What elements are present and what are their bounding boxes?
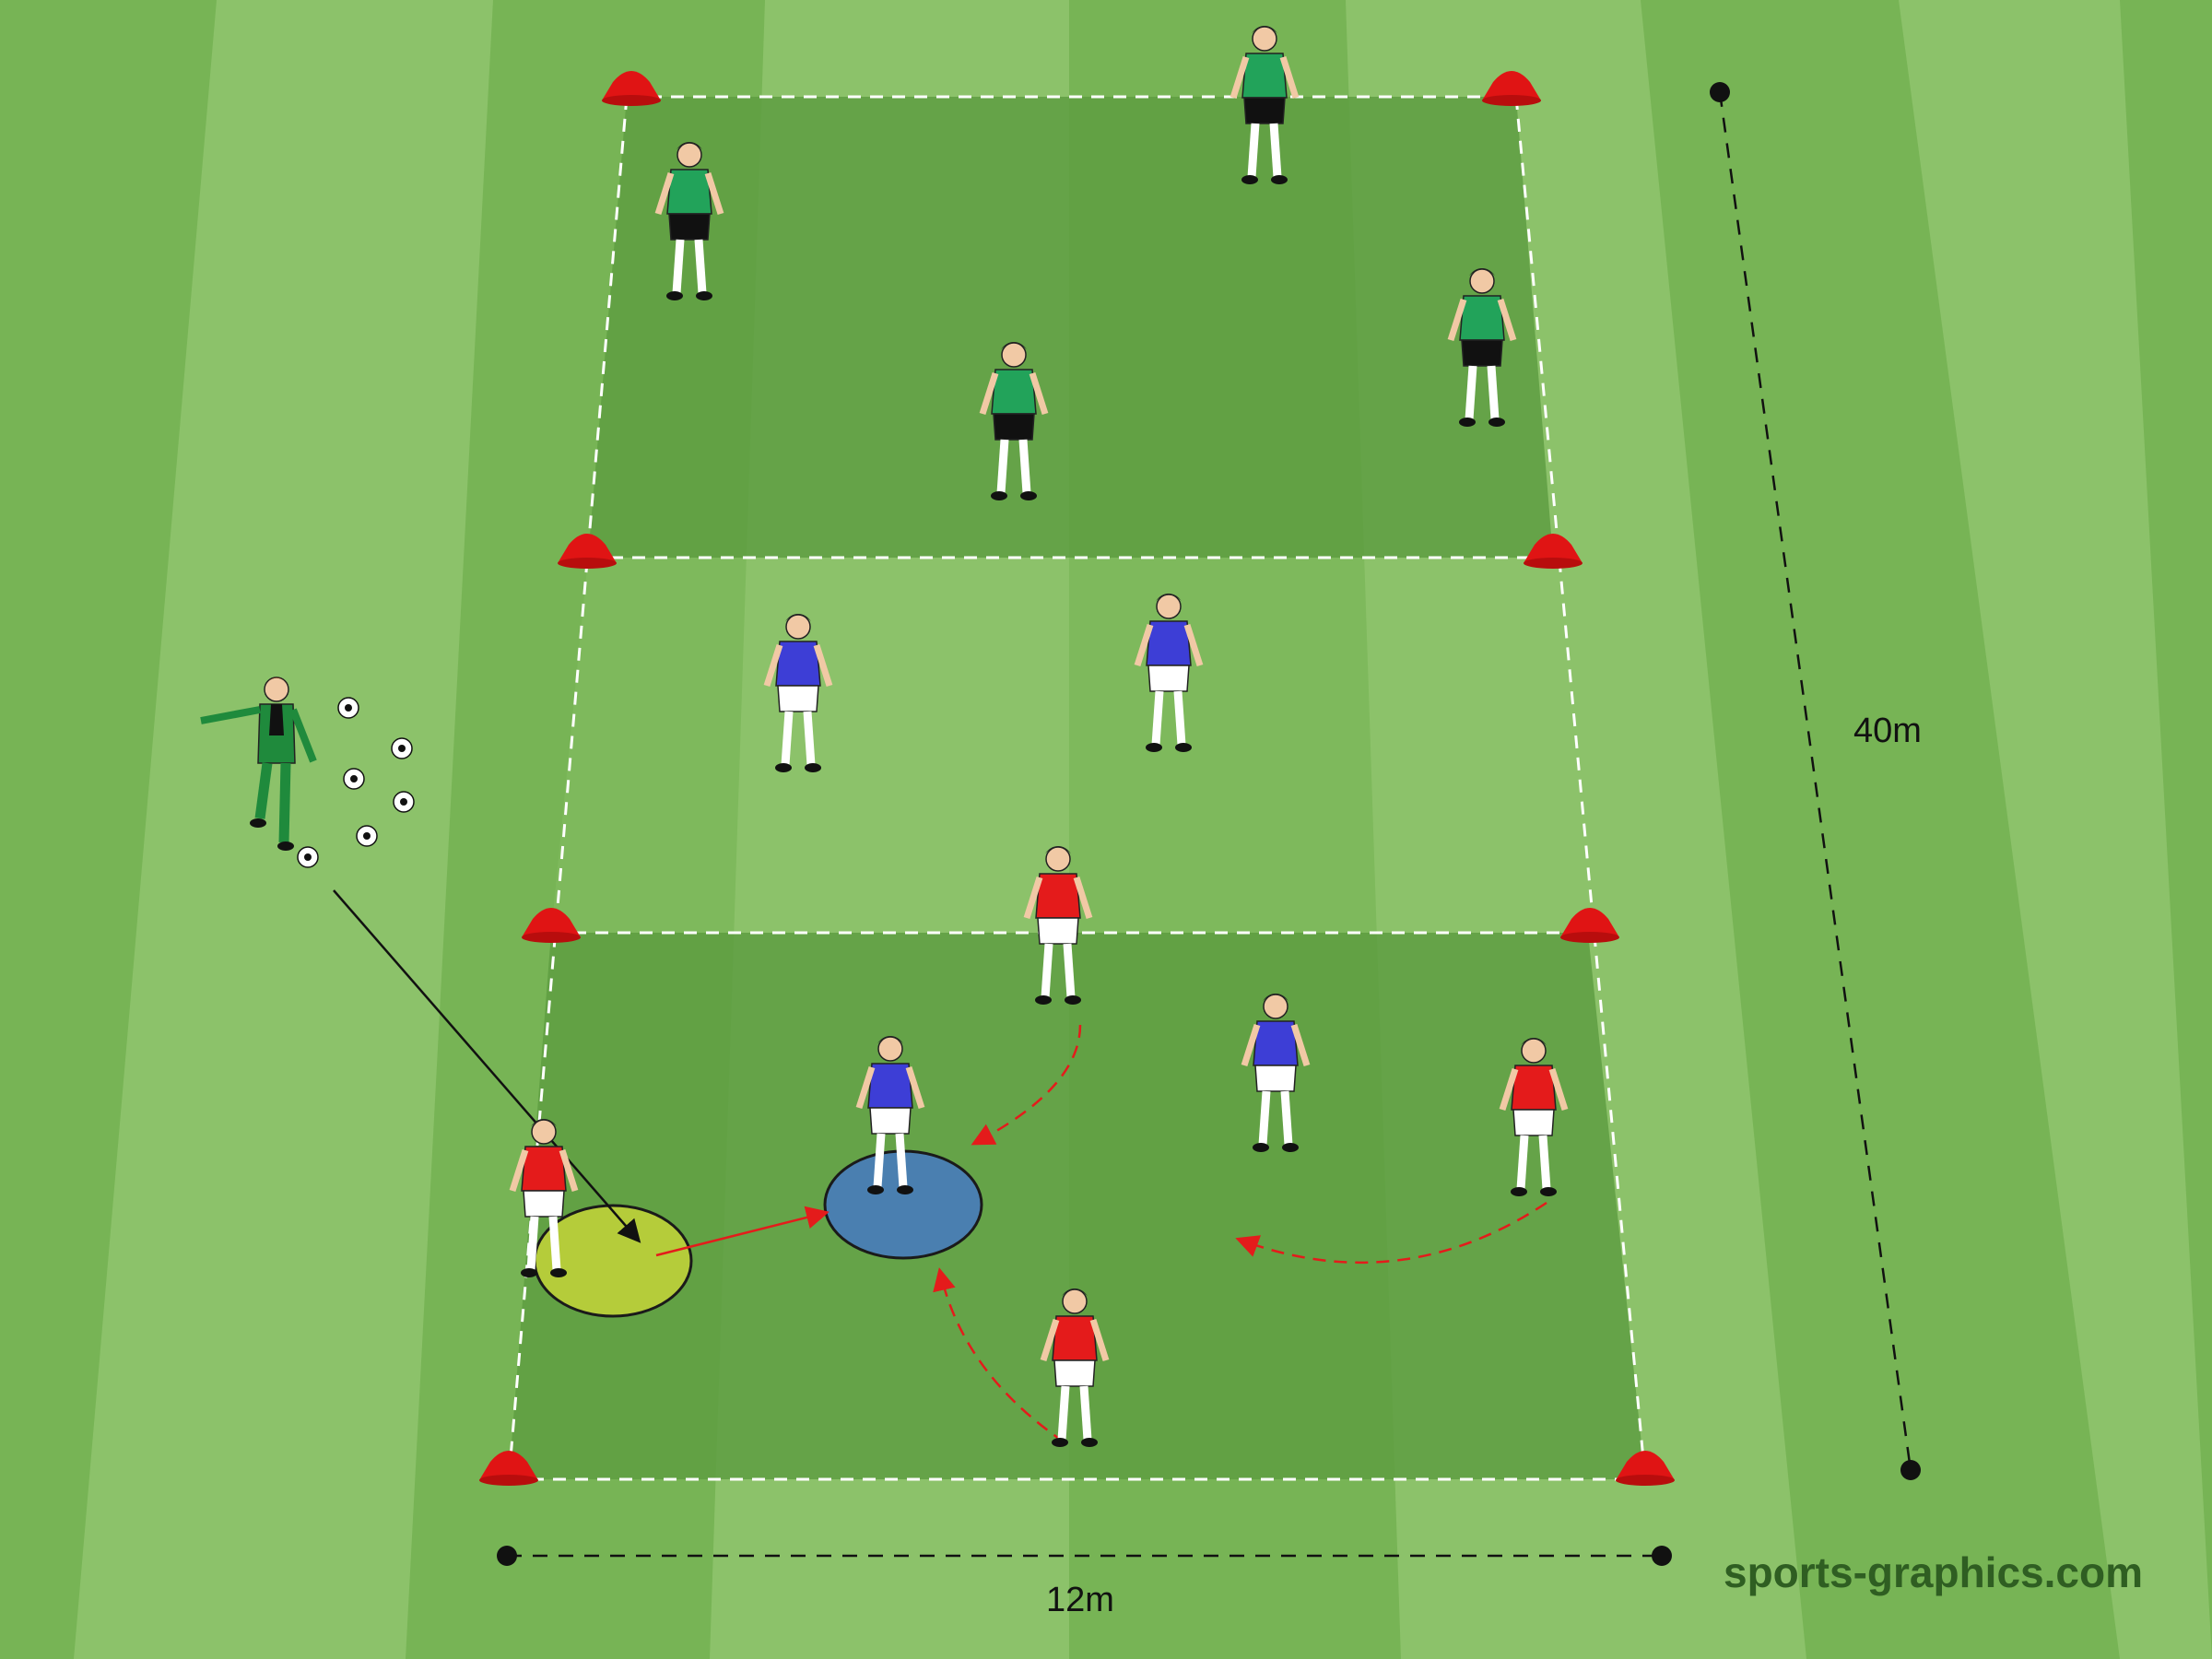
ball [393,791,415,813]
attack-zone [588,97,1553,558]
players [200,26,1569,1447]
player-green [1447,268,1517,427]
run-arrow [971,1024,1082,1146]
player-blue [763,614,833,772]
player-blue [1134,594,1204,752]
player-red [509,1119,579,1277]
defend-zone [509,933,1645,1479]
player-blue [1241,994,1311,1152]
player-green [979,342,1049,500]
ball [391,737,413,759]
coach-pass-line [333,889,641,1243]
player-green [1230,26,1300,184]
player-green [654,142,724,300]
run-arrow [1235,1201,1547,1265]
ball [337,697,359,719]
player-red [1023,846,1093,1005]
player-blue [855,1036,925,1194]
coach [200,677,317,851]
width-measure: 12m [497,1546,1672,1619]
width-label: 12m [1046,1581,1114,1619]
ball [356,825,378,847]
ball [297,846,319,868]
length-measure: 40m [1710,82,1922,1480]
movement-arrows [333,889,1547,1444]
pass-arrow [655,1206,830,1257]
player-red [1499,1038,1569,1196]
playing-area [507,95,1647,1481]
run-arrow [933,1267,1065,1444]
length-label: 40m [1853,712,1922,750]
player-red [1040,1288,1110,1447]
watermark: sports-graphics.com [1724,1548,2143,1596]
ball [343,768,365,790]
